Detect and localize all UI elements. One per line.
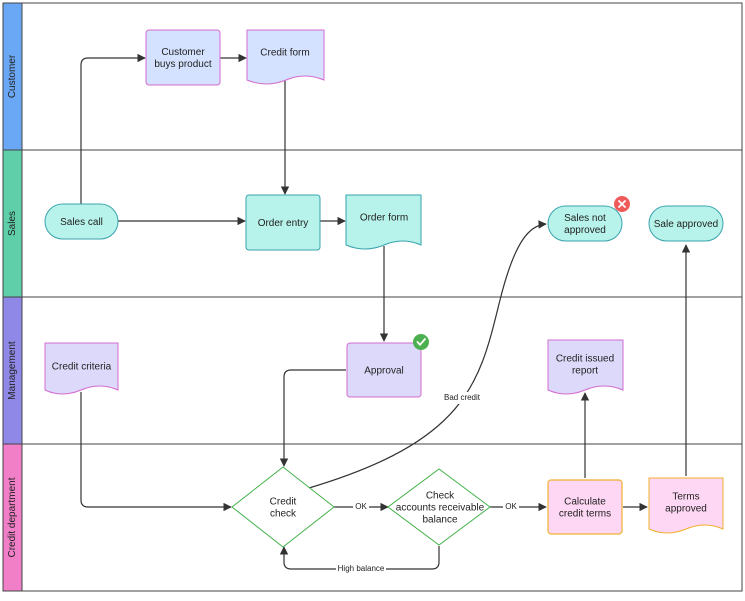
node-label-line: Calculate [564, 497, 606, 508]
node-label-line: credit terms [559, 509, 611, 520]
lane-credit-department: Credit department [2, 443, 23, 592]
node-label-line: accounts receivable [396, 503, 485, 514]
edge-label-text: OK [355, 502, 367, 511]
document-shape [44, 342, 119, 395]
node-sale-approved[interactable]: Sale approved [648, 205, 724, 242]
node-label-line: Terms [672, 492, 699, 503]
node-label-line: Credit form [260, 48, 309, 59]
lane-customer: Customer [2, 2, 23, 151]
edge-label-ok-1: OK [353, 501, 369, 513]
process-box [245, 194, 321, 251]
node-approval[interactable]: Approval [346, 334, 429, 398]
node-label-line: Credit issued [556, 354, 614, 365]
x-mark [618, 200, 626, 208]
node-label-line: Sale approved [654, 219, 719, 230]
lane-label-sales: Sales [7, 211, 18, 236]
process-box [346, 342, 422, 398]
node-label: Sale approved [654, 219, 719, 230]
check-mark [416, 338, 426, 346]
edge-label-bad-credit: Bad credit [441, 392, 483, 404]
node-label: Order form [360, 213, 408, 224]
terminator-shape [648, 205, 724, 242]
node-label-line: Sales not [564, 213, 606, 224]
document-shape [246, 29, 325, 85]
node-order-form[interactable]: Order form [345, 194, 422, 250]
lane-management: Management [2, 296, 23, 445]
node-label-line: Check [426, 491, 455, 502]
edge-credit-check-to-sales-not-approved [308, 220, 547, 489]
node-label-line: Order form [360, 213, 408, 224]
node-label-line: check [270, 509, 297, 520]
edge-label-ok-2: OK [503, 501, 519, 513]
edge-label-text: OK [505, 502, 517, 511]
node-credit-form[interactable]: Credit form [246, 29, 325, 85]
lane-sales: Sales [2, 149, 23, 298]
edge-label-high-balance: High balance [336, 563, 386, 575]
node-order-entry[interactable]: Order entry [245, 194, 321, 251]
lane-label-customer: Customer [7, 54, 18, 98]
document-shape [547, 339, 624, 395]
node-label-line: Credit criteria [52, 362, 112, 373]
node-label: Credit criteria [52, 362, 112, 373]
node-label-line: buys product [154, 59, 211, 70]
edge-label-bg [353, 501, 369, 513]
edge-label-text: High balance [338, 564, 385, 573]
check-badge-circle [413, 334, 429, 350]
node-label-line: Order entry [258, 218, 309, 229]
terminator-shape [547, 205, 623, 242]
edge-label-bg [503, 501, 519, 513]
document-shape [345, 194, 422, 250]
document-shape [648, 477, 724, 534]
edge-sales-call-to-customer-buys [80, 53, 146, 204]
node-label-line: Approval [364, 366, 403, 377]
process-box [145, 29, 221, 86]
node-credit-criteria[interactable]: Credit criteria [44, 342, 119, 395]
decision-diamond [387, 468, 491, 546]
edge-approval-to-credit-check [279, 369, 346, 467]
x-badge-icon [614, 196, 630, 212]
node-label-line: Sales call [60, 217, 103, 228]
node-label-line: Customer [161, 47, 205, 58]
decision-diamond [231, 466, 335, 548]
node-label: Order entry [258, 218, 309, 229]
node-label-line: report [572, 366, 598, 377]
terminator-shape [44, 203, 119, 240]
lane-label-management: Management [7, 341, 18, 400]
node-label: Sales call [60, 217, 103, 228]
edge-label-text: Bad credit [444, 393, 481, 402]
edge-label-bg [336, 563, 386, 575]
node-label-line: approved [665, 504, 707, 515]
edge-label-bg [441, 392, 483, 404]
check-badge-icon [413, 334, 429, 350]
node-label-line: Credit [270, 497, 297, 508]
process-box [547, 479, 623, 535]
node-sales-call[interactable]: Sales call [44, 203, 119, 240]
edge-credit-criteria-to-credit-check [80, 392, 232, 512]
node-label: Approval [364, 366, 403, 377]
node-label-line: approved [564, 225, 606, 236]
node-label: Credit form [260, 48, 309, 59]
node-label-line: balance [422, 515, 457, 526]
lane-label-credit-department: Credit department [7, 477, 18, 557]
